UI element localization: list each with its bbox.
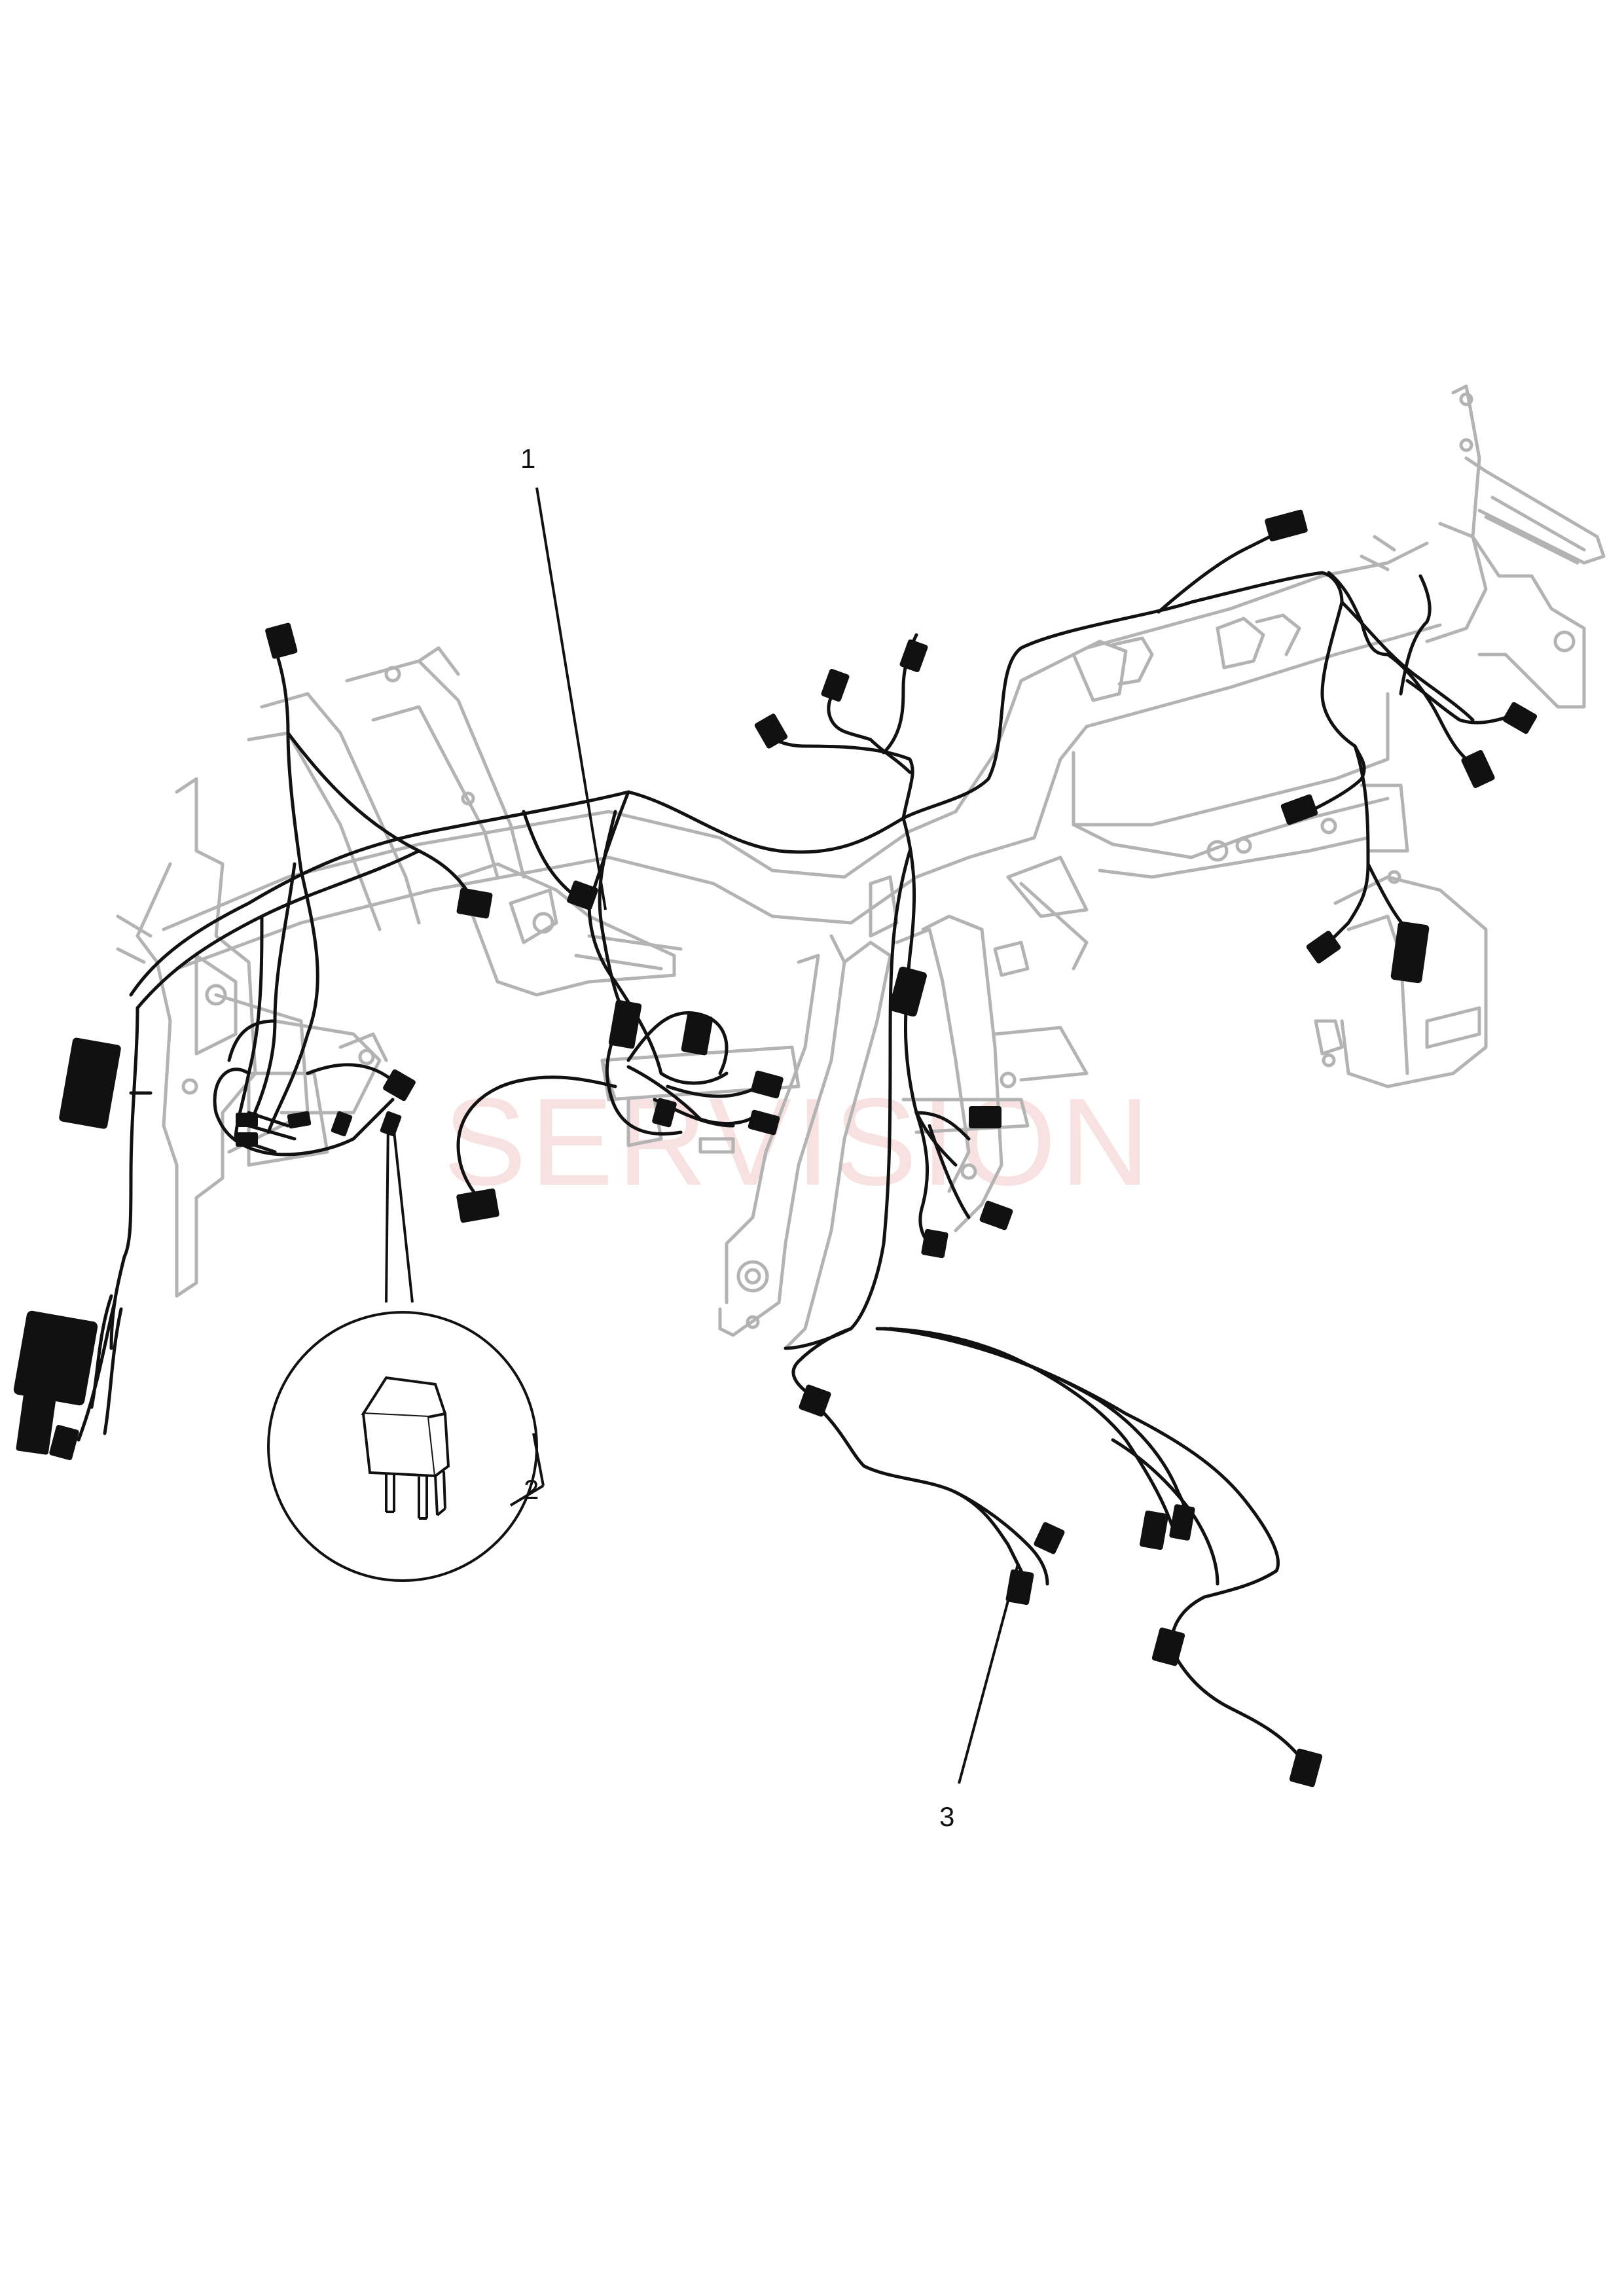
connector (380, 1111, 402, 1137)
connector (681, 1013, 713, 1056)
connector (799, 1384, 831, 1417)
connector (899, 639, 928, 673)
wiring-harness (77, 528, 1521, 1763)
connector (383, 1069, 416, 1102)
connector (236, 1113, 258, 1127)
connector (1265, 509, 1308, 542)
connector (1280, 794, 1318, 825)
callout-label-2: 2 (524, 1474, 539, 1505)
connector (979, 1200, 1013, 1230)
connector (287, 1111, 312, 1129)
connector (608, 999, 642, 1049)
connector (567, 880, 598, 910)
connector (1502, 702, 1538, 734)
connector (1169, 1504, 1195, 1541)
connector (1306, 931, 1341, 963)
connector (1140, 1510, 1168, 1551)
relay-icon (361, 1376, 450, 1520)
watermark: SERVISION (443, 1073, 1153, 1211)
leader-3 (958, 1564, 1019, 1784)
connector (1461, 750, 1495, 788)
connector (1034, 1522, 1065, 1554)
connector (1005, 1569, 1034, 1605)
connector (456, 1188, 499, 1223)
connector (331, 1111, 353, 1137)
connector (748, 1109, 780, 1136)
connector (16, 1392, 56, 1455)
connector (1289, 1748, 1323, 1787)
connector (751, 1070, 784, 1099)
connector (59, 1037, 121, 1129)
connector (13, 1310, 98, 1406)
connector (969, 1106, 1001, 1128)
connector (456, 888, 493, 919)
connector (1151, 1627, 1185, 1666)
connectors (13, 509, 1538, 1787)
connector (921, 1229, 948, 1259)
callout-label-1: 1 (520, 443, 535, 474)
connector (889, 966, 927, 1017)
connector (236, 1132, 258, 1147)
leader-1 (535, 487, 607, 910)
connector (754, 713, 788, 749)
connector (49, 1425, 79, 1460)
callout-label-3: 3 (939, 1801, 954, 1832)
connector (821, 668, 850, 702)
relay-detail (267, 1119, 545, 1582)
connector (652, 1098, 677, 1128)
connector (265, 622, 298, 659)
connector (1390, 921, 1430, 984)
